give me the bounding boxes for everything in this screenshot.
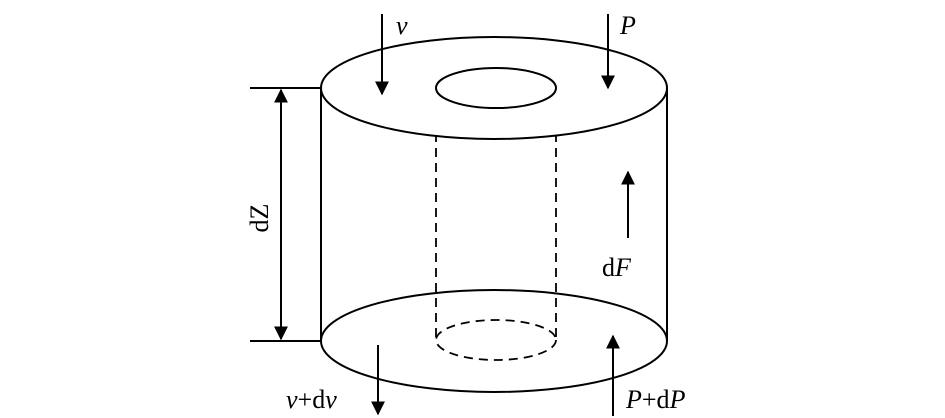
inner-top-ellipse xyxy=(435,67,557,109)
force-label: dF xyxy=(602,253,632,282)
velocity-bottom-label: v+dv xyxy=(286,385,337,414)
inner-bottom-ellipse xyxy=(435,319,557,361)
pressure-top-label: P xyxy=(619,11,636,40)
height-label: dZ xyxy=(245,204,274,233)
pressure-bottom-label: P+dP xyxy=(625,385,686,414)
velocity-top-label: v xyxy=(396,11,408,40)
outer-bottom-ellipse xyxy=(320,289,668,393)
